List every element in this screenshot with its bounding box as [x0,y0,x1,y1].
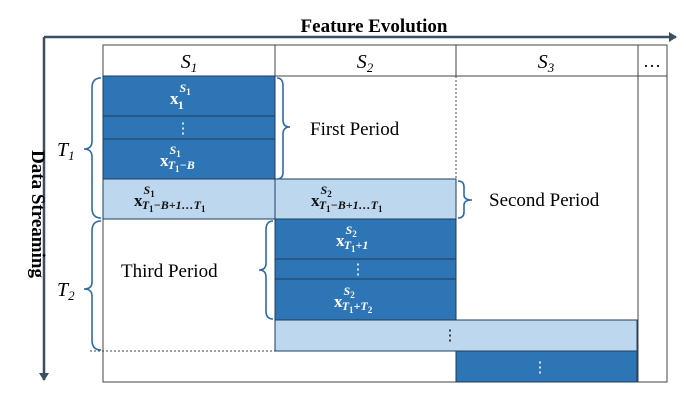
row-label-t1: T1 [57,139,75,163]
second-period-bracket [457,180,473,219]
cell-dots-d-label: ⋮ [533,360,548,376]
cell-x-s1-t1b [102,138,276,180]
row-label-t2: T2 [57,279,75,303]
cell-dots-b-label: ⋮ [351,262,366,278]
ellipsis-column [637,44,668,383]
cell-x-s2-t1p1 [274,218,457,260]
cell-dots-c-label: ⋮ [443,328,458,344]
first-period-bracket [276,77,291,180]
column-header-s1: S1 [181,51,198,75]
column-header-s3: S3 [538,51,555,75]
first-period-label: First Period [310,119,400,140]
second-period-label: Second Period [489,190,600,211]
t1-bracket [83,77,102,219]
column-header-s2: S2 [357,51,374,75]
cell-dots-c [274,319,638,352]
third-period-bracket [258,220,274,320]
feature-evolution-title: Feature Evolution [301,16,448,37]
cell-x-s1-overlap [102,178,276,220]
cell-x-s1-1 [102,75,276,117]
cell-dots-d [455,350,638,383]
third-period-label: Third Period [121,261,218,282]
cell-dots-b [274,258,457,280]
data-streaming-title: Data Streaming [27,150,48,278]
column-header-more: … [643,51,661,71]
cell-x-s2-t1t2 [274,278,457,321]
cell-dots-a-label: ⋮ [176,121,191,137]
cell-x-s2-overlap [274,178,457,220]
t2-bracket [83,220,102,351]
